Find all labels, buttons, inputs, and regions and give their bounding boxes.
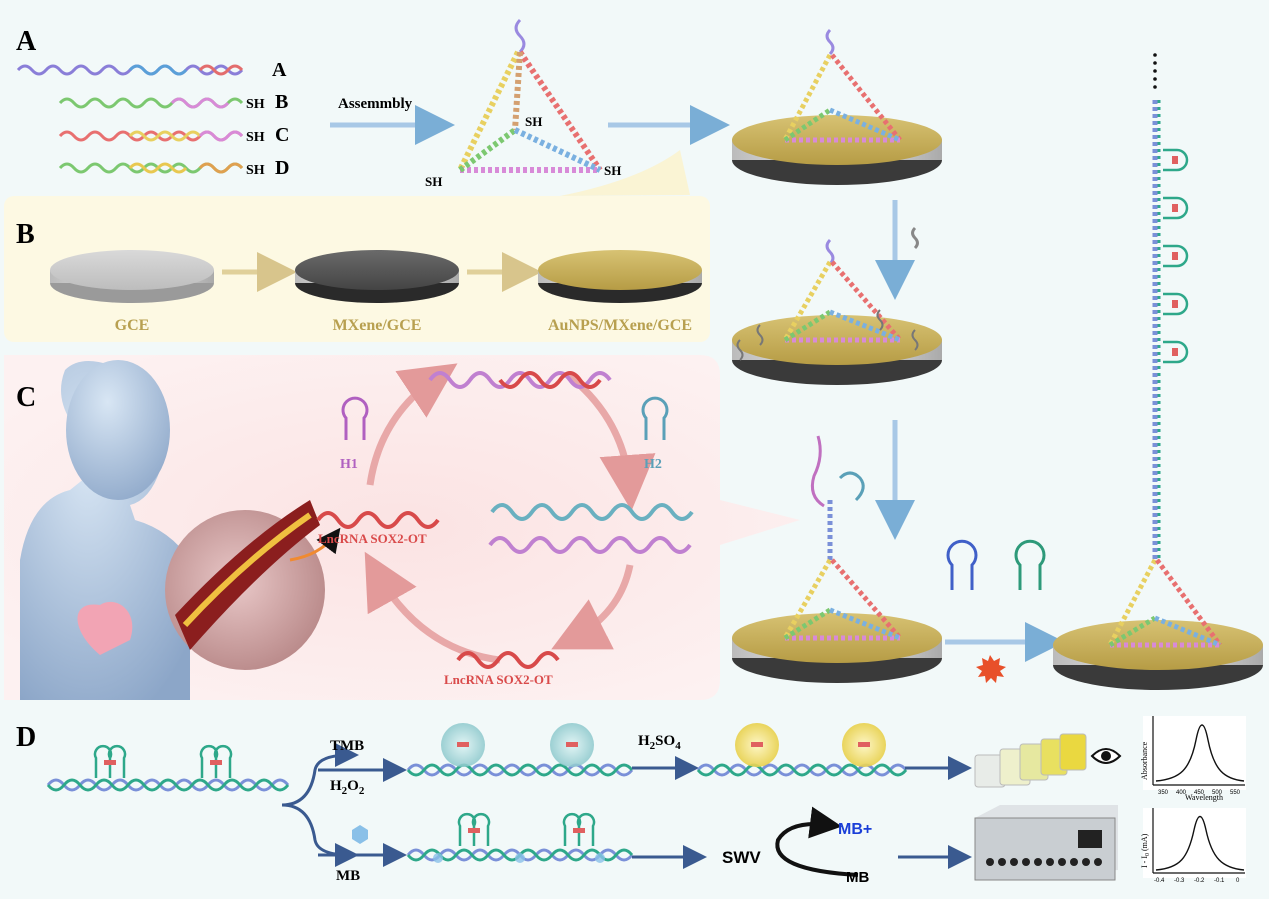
- h1-label: H1: [340, 457, 358, 472]
- mb-plus-label: MB+: [838, 821, 872, 838]
- dna-with-mb: [406, 812, 634, 863]
- strand-b-label: B: [275, 91, 288, 113]
- branch-arrow-top: [281, 743, 359, 807]
- swv-tick-2: -0.2: [1194, 878, 1205, 884]
- h1-target-duplex: [428, 371, 612, 389]
- absorbance-ylabel: Absorbance: [1140, 741, 1149, 780]
- beakers-icon: [974, 733, 1087, 788]
- g-quadruplex-stack: [1163, 148, 1189, 364]
- electrode-gce: [50, 250, 214, 303]
- cycle-arrow-4: [364, 551, 501, 664]
- dna-with-bubbles: [406, 723, 634, 777]
- tmb-label: TMB: [330, 738, 364, 754]
- gce-label: GCE: [115, 317, 150, 334]
- strand-d: [58, 162, 244, 174]
- swv-tick-4: 0: [1236, 878, 1240, 884]
- hemin-icon: [976, 655, 1006, 683]
- mb-label: MB: [336, 868, 360, 884]
- cycle-arrow-1: [366, 363, 458, 486]
- artery-magnifier: [165, 500, 325, 670]
- human-figure: [20, 360, 190, 700]
- electrode-aunps: [538, 250, 702, 303]
- hcr-duplex-with-gquad: [46, 744, 290, 792]
- strand-b-sh: SH: [246, 97, 265, 112]
- abs-tick-550: 550: [1230, 790, 1241, 796]
- strand-d-label: D: [275, 157, 289, 179]
- tetra-sh-right: SH: [604, 163, 621, 178]
- h3-hairpin-icon: [946, 539, 978, 590]
- strand-c-label: C: [275, 124, 289, 146]
- electrode-tetra: [732, 28, 942, 185]
- swv-ylabel: I - I0 (mA): [1140, 833, 1151, 868]
- aunps-label: AuNPS/MXene/GCE: [548, 317, 692, 334]
- panel-letter-a: A: [16, 26, 37, 57]
- tetra-sh-left: SH: [425, 174, 442, 189]
- strand-c-sh: SH: [246, 130, 265, 145]
- swv-tick-0: -0.4: [1154, 878, 1165, 884]
- abs-tick-350: 350: [1158, 790, 1169, 796]
- h2-hairpin-icon: [641, 396, 669, 440]
- mb-molecule-icon: [352, 825, 368, 844]
- tetra-sh-middle: SH: [525, 114, 542, 129]
- h2-label: H2: [644, 457, 662, 472]
- panel-letter-d: D: [16, 722, 36, 753]
- absorbance-xlabel: Wavelength: [1185, 793, 1223, 802]
- abs-tick-500: 500: [1212, 790, 1223, 796]
- h4-hairpin-icon: [1014, 539, 1046, 590]
- abs-tick-400: 400: [1176, 790, 1187, 796]
- strand-a: [16, 64, 244, 76]
- swv-label: SWV: [722, 848, 761, 867]
- target-label-left: LncRNA SOX2-OT: [318, 531, 427, 546]
- electrode-target-bound: [732, 435, 942, 683]
- cycle-arrow-3: [551, 564, 634, 650]
- swv-plot: [1143, 808, 1246, 878]
- strand-c: [58, 130, 244, 142]
- swv-tick-3: -0.1: [1214, 878, 1225, 884]
- h2so4-label: H2SO4: [638, 733, 681, 752]
- assembly-label: Assemmbly: [338, 96, 413, 112]
- swv-tick-1: -0.3: [1174, 878, 1185, 884]
- dna-with-yellow-bubbles: [696, 723, 908, 777]
- panel-b-connector: [560, 150, 690, 196]
- strand-b: [58, 97, 244, 109]
- target-strand-bottom: [456, 651, 560, 669]
- redox-arrow: [775, 806, 859, 877]
- h1-h2-duplex: [488, 503, 694, 554]
- target-label-bottom: LncRNA SOX2-OT: [444, 672, 553, 687]
- mch-icon: [911, 226, 919, 250]
- abs-tick-450: 450: [1194, 790, 1205, 796]
- target-strand-left: [316, 511, 440, 529]
- branch-arrow-bottom: [281, 803, 359, 867]
- strand-d-sh: SH: [246, 163, 265, 178]
- mb-reduced-label: MB: [846, 869, 869, 886]
- absorbance-plot: [1143, 716, 1246, 790]
- h2o2-label: H2O2: [330, 778, 365, 797]
- panel-letter-b: B: [16, 219, 35, 250]
- dna-tetrahedron: [457, 18, 603, 173]
- h1-hairpin-icon: [341, 396, 369, 440]
- strand-a-label: A: [272, 59, 287, 81]
- electrode-mxene: [295, 250, 459, 303]
- panel-letter-c: C: [16, 382, 36, 413]
- sample-arrow: [289, 527, 341, 562]
- electrode-mch: [732, 238, 942, 385]
- mxene-label: MXene/GCE: [333, 317, 422, 334]
- eye-icon: [1090, 748, 1122, 764]
- electrochemical-workstation-icon: [974, 805, 1118, 881]
- heart-icon: [77, 601, 133, 655]
- electrode-final: [1053, 53, 1263, 690]
